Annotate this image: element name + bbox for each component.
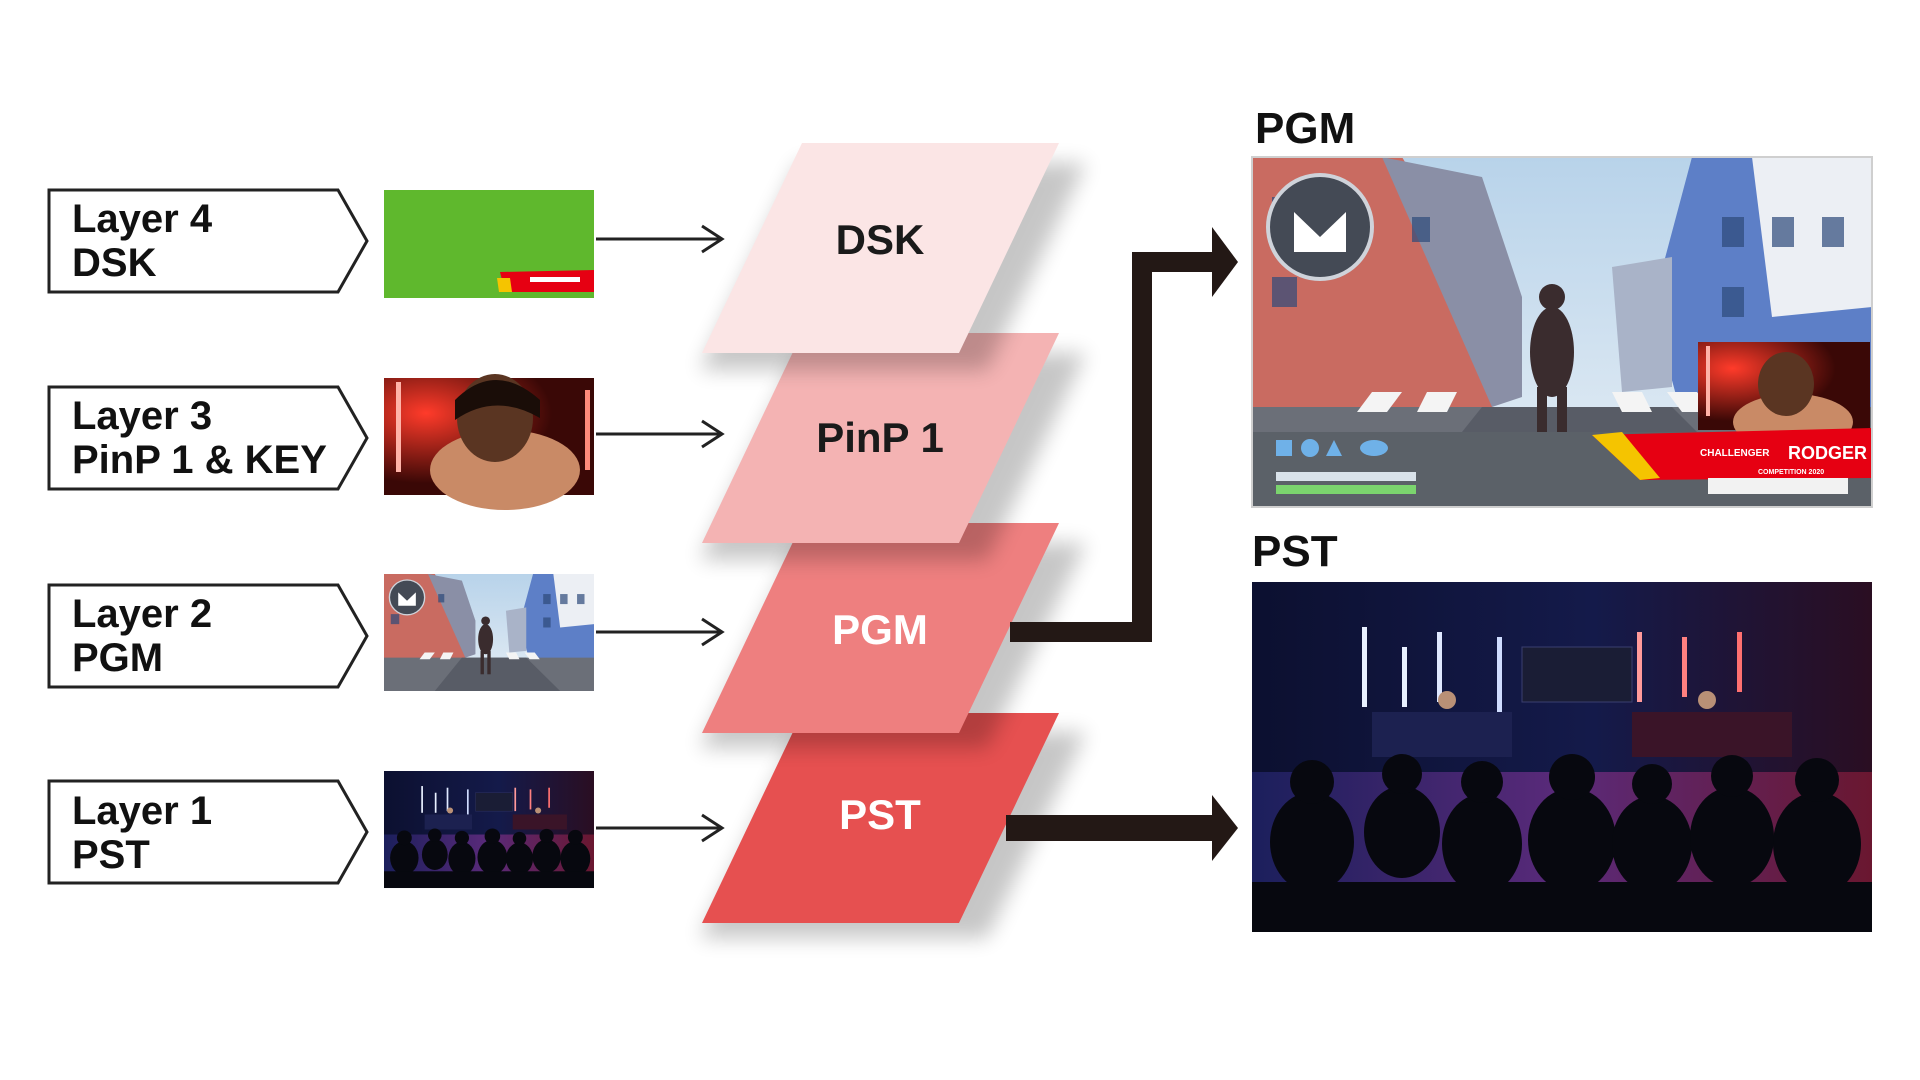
plane-dsk: DSK xyxy=(700,143,1086,370)
pst-output-image xyxy=(1251,581,1873,933)
layer-2-number: Layer 2 xyxy=(72,592,212,636)
layer-4-number: Layer 4 xyxy=(72,197,213,241)
plane-pgm-label: PGM xyxy=(832,606,928,653)
arrow-to-pst-output xyxy=(1006,795,1238,861)
arrow-pgm-to-plane xyxy=(596,617,725,647)
competition-label: COMPETITION 2020 xyxy=(1758,469,1824,476)
challenger-name: RODGER xyxy=(1788,443,1867,463)
plane-pst: PST xyxy=(700,713,1086,938)
plane-pst-label: PST xyxy=(839,791,921,838)
input-arrows xyxy=(596,224,725,843)
dsk-thumbnail xyxy=(384,190,594,298)
layer-label-2: Layer 2 PGM xyxy=(47,583,369,689)
game-thumbnail xyxy=(383,573,595,692)
challenger-tag: CHALLENGER xyxy=(1700,448,1770,459)
layer-label-1: Layer 1 PST xyxy=(47,779,369,885)
arrow-to-pgm-output xyxy=(1010,227,1238,642)
arrow-pst-to-plane xyxy=(596,813,725,843)
layer-3-name: PinP 1 & KEY xyxy=(72,438,327,482)
plane-dsk-label: DSK xyxy=(836,216,925,263)
plane-pgm: PGM xyxy=(700,523,1086,748)
layer-1-number: Layer 1 xyxy=(72,789,212,833)
pgm-output-title: PGM xyxy=(1255,104,1355,153)
pinp-camera-thumbnail xyxy=(384,374,594,510)
plane-pinp: PinP 1 xyxy=(700,333,1086,560)
layer-1-name: PST xyxy=(72,833,150,877)
pst-output-title: PST xyxy=(1252,527,1338,576)
layer-4-name: DSK xyxy=(72,241,157,285)
output-arrows xyxy=(1006,227,1238,861)
layer-stack: PST PGM PinP 1 DSK xyxy=(700,143,1086,938)
plane-pinp-label: PinP 1 xyxy=(816,414,944,461)
arrow-dsk-to-plane xyxy=(596,224,725,254)
layer-3-number: Layer 3 xyxy=(72,394,212,438)
stage-thumbnail xyxy=(383,770,595,889)
layer-label-4: Layer 4 DSK xyxy=(47,188,369,294)
layer-label-3: Layer 3 PinP 1 & KEY xyxy=(47,385,369,491)
pgm-output-image: CHALLENGER RODGER COMPETITION 2020 xyxy=(1250,155,1874,509)
challenger-overlay: CHALLENGER RODGER COMPETITION 2020 xyxy=(1592,428,1872,494)
arrow-pinp-to-plane xyxy=(596,419,725,449)
layer-2-name: PGM xyxy=(72,636,163,680)
